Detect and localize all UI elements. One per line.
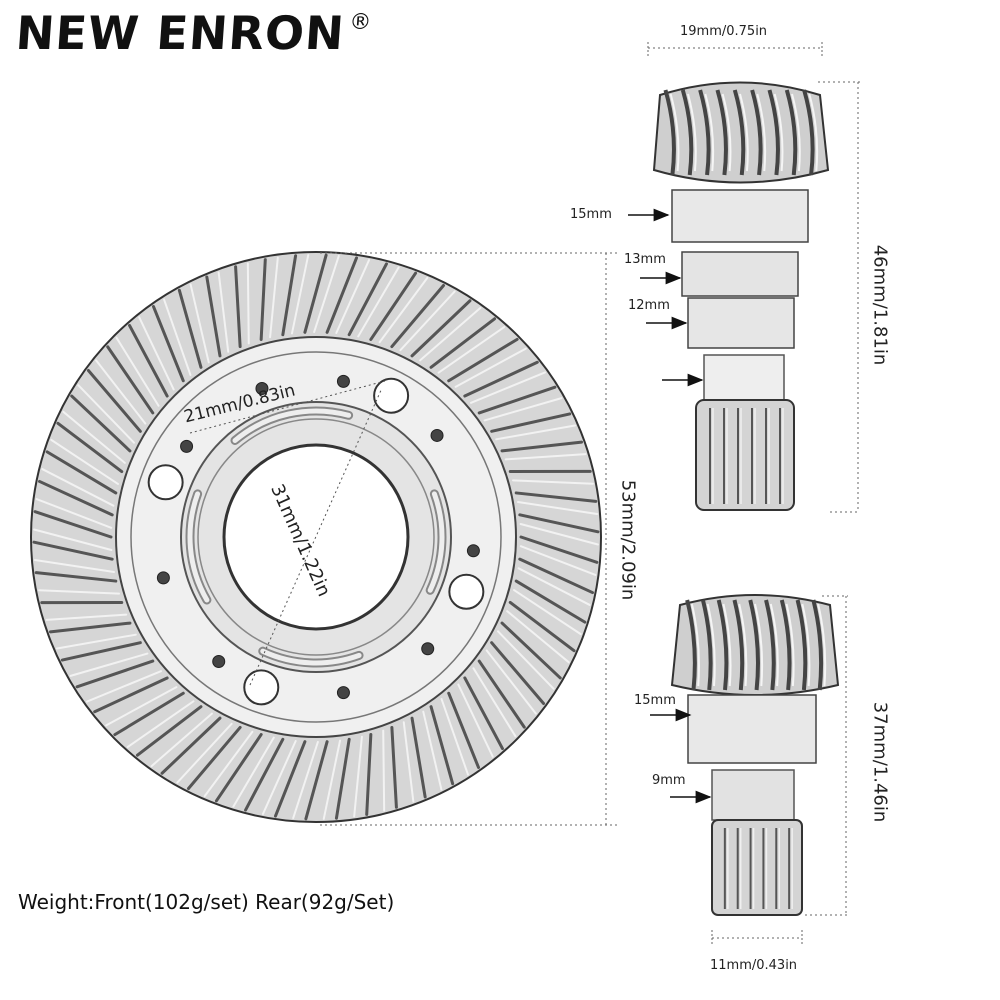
rear-pinion-dimensions xyxy=(650,595,848,946)
front-pinion-width-label: 19mm/0.75in xyxy=(680,24,768,39)
ring-gear-slots xyxy=(185,406,447,668)
front-pinion-step1-label: 15mm xyxy=(570,207,612,222)
rear-pinion-step2-label: 9mm xyxy=(652,773,686,788)
front-pinion-dimensions xyxy=(628,42,860,513)
rear-pinion xyxy=(670,594,840,916)
front-pinion-length-label: 46mm/1.81in xyxy=(869,244,891,366)
ring-gear-teeth xyxy=(32,253,600,821)
rear-pinion-width-label: 11mm/0.43in xyxy=(710,958,798,973)
rear-pinion-length-label: 37mm/1.46in xyxy=(869,701,891,823)
weight-info: Weight:Front(102g/set) Rear(92g/Set) xyxy=(18,890,395,914)
ring-gear-outer-label: 53mm/2.09in xyxy=(617,479,639,601)
ring-gear xyxy=(30,251,602,823)
front-pinion-step3-label: 12mm xyxy=(628,298,670,313)
ring-gear-holes xyxy=(147,374,485,706)
rear-pinion-step1-label: 15mm xyxy=(634,693,676,708)
ring-gear-outer-dimension xyxy=(320,252,620,826)
front-pinion-step2-label: 13mm xyxy=(624,252,666,267)
front-pinion xyxy=(652,81,830,511)
